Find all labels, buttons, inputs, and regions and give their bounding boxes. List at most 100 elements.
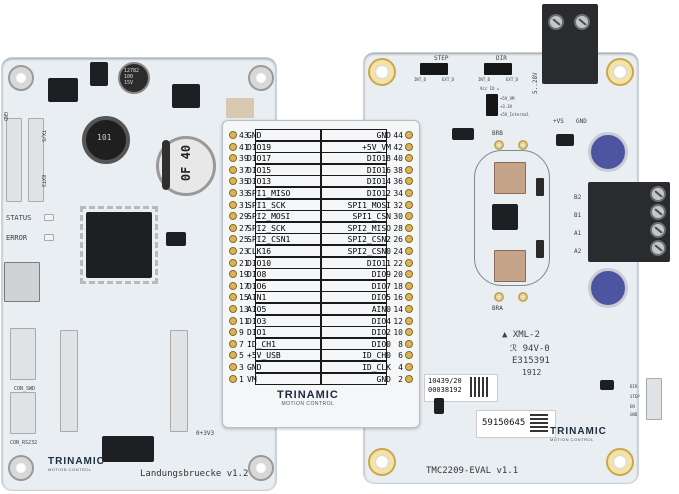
pin-label-right: 38 — [393, 165, 403, 175]
pin-label-right: 32 — [393, 200, 403, 210]
pin-box-right — [321, 361, 387, 373]
pin-box-left — [255, 314, 321, 327]
pin-dot-right — [405, 247, 413, 255]
pin-label-left: 5 — [239, 351, 244, 361]
pin-box-right — [321, 140, 387, 153]
supply-label: Vcc IO = — [480, 86, 500, 91]
pin-dot-right — [405, 328, 413, 337]
mounting-hole — [8, 455, 34, 481]
pin-label-left: 41 — [239, 142, 249, 152]
pin-label-right: 8 — [398, 339, 403, 349]
pin-signal-left: DIO6 — [247, 281, 267, 291]
pin-signal-right: DIO11 — [366, 258, 391, 268]
pin-label-right: 30 — [393, 212, 403, 222]
supply-label: +3.3V — [500, 104, 513, 109]
pin-box-left — [255, 152, 321, 165]
bra-test-point — [494, 292, 504, 302]
pin-dot-left — [229, 328, 237, 337]
pin-label-left: 23 — [239, 247, 249, 256]
pin-box-right — [321, 175, 387, 188]
pin-dot-right — [405, 223, 413, 232]
ul-logo-label: ℛ 94V-0 — [510, 344, 550, 354]
pin-label-left: 27 — [239, 223, 249, 233]
pin-label-left: 17 — [239, 281, 249, 291]
pin-signal-left: AIN1 — [247, 293, 267, 303]
header-mid-2 — [170, 330, 188, 432]
pin-signal-left: DIO13 — [247, 177, 272, 187]
pin-label-left: 37 — [239, 165, 249, 175]
pin-signal-left: SPI1_SCK — [247, 200, 286, 210]
pin-dot-right — [405, 189, 413, 197]
left-brand-text: TRINAMIC — [48, 456, 105, 467]
supply-label: +5V_Internal — [500, 112, 529, 117]
pin-label-right: 34 — [393, 189, 403, 198]
pin-signal-right: DIO5 — [371, 293, 391, 303]
pin-dot-right — [405, 351, 413, 360]
pin-signal-left: DIO19 — [247, 142, 272, 152]
pin-dot-left — [229, 165, 237, 174]
pin-dot-left — [229, 223, 237, 232]
pin-box-left — [255, 129, 321, 141]
pin-label-left: 43 — [239, 131, 249, 140]
pin-dot-left — [229, 154, 237, 163]
pin-dot-right — [405, 154, 413, 163]
error-label: ERROR — [6, 234, 28, 242]
b2-label: B2 — [574, 194, 582, 201]
inductor — [82, 116, 130, 164]
pin-box-left — [255, 187, 321, 199]
bra-label: BRA — [492, 305, 503, 312]
pin-signal-left: DIO15 — [247, 165, 272, 175]
dir-ext-label: EXT_D — [506, 77, 519, 82]
pin-label-right: 6 — [398, 351, 403, 361]
pin-dot-right — [405, 316, 413, 325]
pin-signal-right: ID_CLK — [362, 363, 391, 372]
pin-signal-right: DIO16 — [366, 165, 391, 175]
status-label: STATUS — [6, 214, 32, 222]
capacitor-label: 12782 100 15V — [124, 68, 140, 86]
pin-signal-right: DIO14 — [366, 177, 391, 187]
tmc2209-driver-chip — [492, 204, 518, 230]
pin-box-left — [255, 326, 321, 339]
right-brand-logo: TRINAMIC MOTION CONTROL — [550, 426, 607, 442]
pin-signal-right: ID_CH0 — [362, 351, 391, 361]
mounting-hole — [368, 58, 396, 86]
pin-label-left: 33 — [239, 189, 249, 198]
dir-step-header — [646, 378, 662, 420]
pin-signal-left: DIO3 — [247, 316, 267, 326]
pin-box-left — [255, 163, 321, 176]
pin-signal-right: GND — [376, 131, 391, 140]
pin-dot-left — [229, 316, 237, 325]
pin-signal-left: SPI2_MOSI — [247, 212, 291, 222]
pin-dot-left — [229, 212, 237, 221]
right-brand-sub: MOTION CONTROL — [550, 437, 594, 442]
xml-text: XML-2 — [512, 330, 540, 340]
pin-signal-left: SPI1_MISO — [247, 189, 291, 198]
header-left-2 — [28, 118, 44, 202]
brb-test-point — [494, 140, 504, 150]
ul-code: 94V-0 — [522, 344, 550, 354]
pin-box-right — [321, 372, 387, 385]
pin-box-left — [255, 210, 321, 223]
pin-label-left: 19 — [239, 270, 249, 280]
pin-dot-right — [405, 339, 413, 348]
right-brand-text: TRINAMIC — [550, 426, 607, 437]
mosfet-chip — [452, 128, 474, 140]
datamatrix-code — [530, 414, 548, 432]
pin-label-right: 20 — [393, 270, 403, 280]
dir-step-label: DIR — [630, 384, 638, 389]
vm-range-label: 5..28V — [532, 72, 539, 94]
shunt-resistor — [494, 250, 526, 282]
pin-box-left — [255, 291, 321, 304]
pin-box-right — [321, 291, 387, 304]
pin-box-left — [255, 233, 321, 246]
pin-dot-right — [405, 270, 413, 279]
pin-dot-left — [229, 258, 237, 267]
